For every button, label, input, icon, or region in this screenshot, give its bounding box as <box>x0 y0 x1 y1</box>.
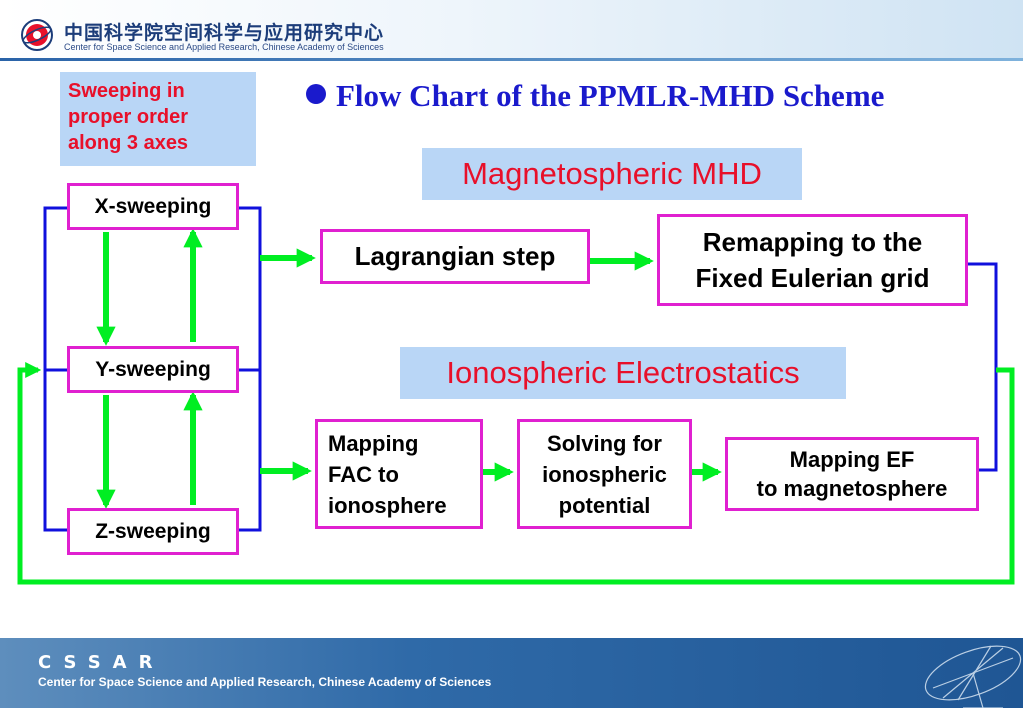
lagrangian-step-box: Lagrangian step <box>320 229 590 284</box>
blue-bracket-lines <box>43 206 998 532</box>
radio-dish-icon <box>924 645 1022 708</box>
mapping-fac-box: Mapping FAC to ionosphere <box>315 419 483 529</box>
footer-institute-name: Center for Space Science and Applied Res… <box>38 675 492 689</box>
page-title-text: Flow Chart of the PPMLR-MHD Scheme <box>336 78 885 113</box>
solving-line-2: ionospheric <box>542 461 667 487</box>
mapping-ef-box: Mapping EF to magnetosphere <box>725 437 979 511</box>
institute-english-name: Center for Space Science and Applied Res… <box>64 42 384 52</box>
feedback-loop-line <box>17 361 1015 585</box>
solving-potential-box: Solving for ionospheric potential <box>517 419 692 529</box>
mapping-fac-line-2: FAC to <box>328 461 399 487</box>
solving-line-1: Solving for <box>547 430 662 456</box>
cssar-wordmark: CSSAR <box>38 654 164 670</box>
mapping-ef-line-1: Mapping EF <box>789 447 915 472</box>
section-label-mhd: Magnetospheric MHD <box>422 148 802 200</box>
note-line-1: Sweeping in <box>68 80 185 102</box>
footer-bar: CSSAR Center for Space Science and Appli… <box>0 638 1023 708</box>
lagrangian-step-label: Lagrangian step <box>354 241 556 271</box>
mapping-fac-line-1: Mapping <box>328 430 419 456</box>
cssar-logo-icon <box>21 19 53 51</box>
mapping-ef-line-2: to magnetosphere <box>756 476 948 501</box>
section-label-mhd-text: Magnetospheric MHD <box>462 156 762 191</box>
solving-line-3: potential <box>558 492 651 518</box>
remapping-line-1: Remapping to the <box>702 227 923 257</box>
page-title: Flow Chart of the PPMLR-MHD Scheme <box>306 78 884 114</box>
header-divider <box>0 58 1023 61</box>
z-sweeping-label: Z-sweeping <box>95 519 211 543</box>
bullet-icon <box>306 84 326 104</box>
x-sweeping-box: X-sweeping <box>67 183 239 230</box>
note-line-3: along 3 axes <box>68 132 189 154</box>
x-sweeping-label: X-sweeping <box>94 194 212 218</box>
header-bar: 中国科学院空间科学与应用研究中心 Center for Space Scienc… <box>0 0 1023 58</box>
y-sweeping-label: Y-sweeping <box>95 357 211 381</box>
section-label-ionospheric: Ionospheric Electrostatics <box>400 347 846 399</box>
note-line-2: proper order <box>68 106 189 128</box>
remapping-box: Remapping to the Fixed Eulerian grid <box>657 214 968 306</box>
remap-to-ef-line <box>968 262 998 472</box>
sweeping-order-note: Sweeping in proper order along 3 axes <box>60 72 256 166</box>
mapping-fac-line-3: ionosphere <box>328 492 447 518</box>
institute-chinese-name: 中国科学院空间科学与应用研究中心 <box>64 22 385 44</box>
section-label-ionospheric-text: Ionospheric Electrostatics <box>446 355 800 390</box>
remapping-line-2: Fixed Eulerian grid <box>695 263 930 293</box>
cssar-wordmark-text: CSSAR <box>38 654 164 670</box>
y-sweeping-box: Y-sweeping <box>67 346 239 393</box>
z-sweeping-box: Z-sweeping <box>67 508 239 555</box>
